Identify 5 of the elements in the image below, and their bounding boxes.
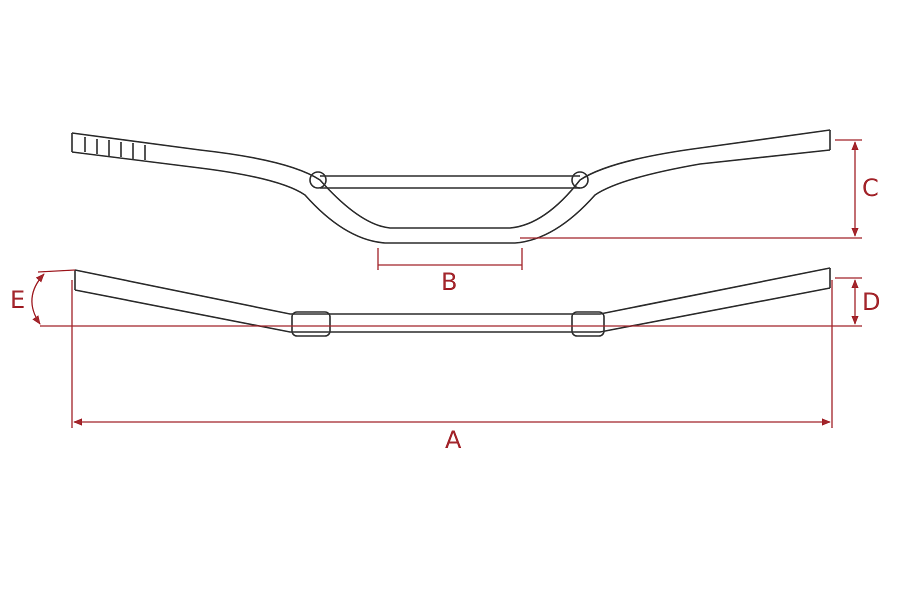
dimension-label: B [441, 270, 458, 294]
dimension-label: A [445, 428, 462, 452]
dimension-label: C [862, 176, 879, 200]
dimension-label: D [862, 290, 880, 314]
dimension-label: E [10, 288, 26, 312]
